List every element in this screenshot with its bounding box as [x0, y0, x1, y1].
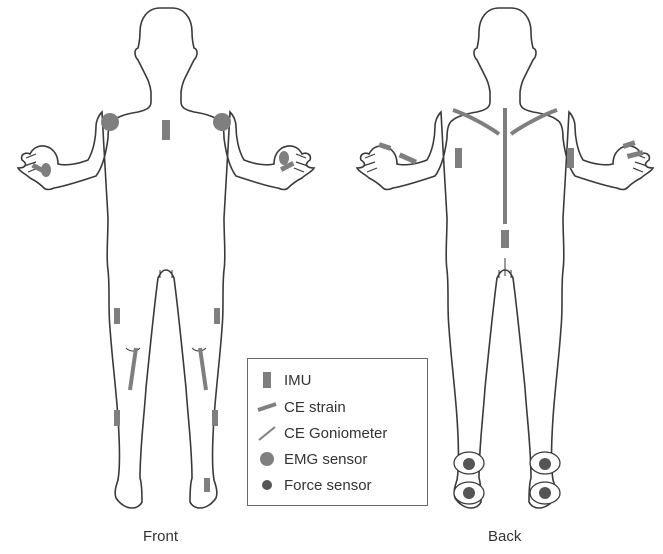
ce-strain-icon	[256, 396, 278, 418]
front-imu-left-hip	[114, 308, 120, 324]
imu-icon	[256, 369, 278, 391]
legend-label-emg-sensor: EMG sensor	[284, 451, 367, 468]
legend-row-ce-goniometer: CE Goniometer	[256, 422, 387, 444]
legend-label-ce-goniometer: CE Goniometer	[284, 425, 387, 442]
legend-row-imu: IMU	[256, 369, 312, 391]
legend-row-emg-sensor: EMG sensor	[256, 448, 367, 470]
front-imu-right-hip	[214, 308, 220, 324]
front-emg-sensor-right-shoulder	[213, 113, 231, 131]
front-caption: Front	[143, 528, 178, 545]
sensor-legend: IMU CE strain CE Goniometer EMG sensor F…	[247, 358, 428, 506]
force-sensor-icon	[256, 474, 278, 496]
front-imu-right-foot	[204, 478, 210, 492]
ce-goniometer-icon	[256, 422, 278, 444]
front-emg-sensor-right-hand	[279, 151, 289, 165]
front-imu-left-shin	[114, 410, 120, 426]
back-ce-strain-left-forearm	[399, 153, 417, 165]
front-emg-sensor-left-shoulder	[101, 113, 119, 131]
front-imu-right-shin	[212, 410, 218, 426]
back-imu-lower-back	[501, 230, 509, 248]
legend-row-ce-strain: CE strain	[256, 396, 346, 418]
emg-sensor-icon	[256, 448, 278, 470]
back-caption: Back	[488, 528, 521, 545]
legend-label-ce-strain: CE strain	[284, 399, 346, 416]
front-imu-chest	[162, 120, 170, 140]
legend-label-imu: IMU	[284, 372, 312, 389]
back-imu-right-upper-arm	[567, 148, 574, 168]
back-imu-left-upper-arm	[455, 148, 462, 168]
legend-row-force-sensor: Force sensor	[256, 474, 372, 496]
legend-label-force-sensor: Force sensor	[284, 477, 372, 494]
